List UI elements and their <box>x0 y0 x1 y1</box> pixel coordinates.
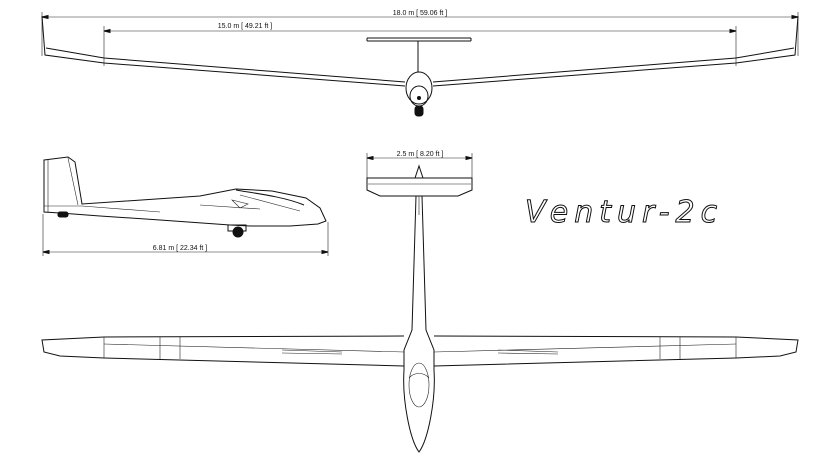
span-18m-dimension: 18.0 m [ 59.06 ft ] <box>41 10 799 56</box>
front-tailplane <box>366 37 472 72</box>
tail-wheel <box>57 211 69 218</box>
length-dimension: 6.81 m [ 22.34 ft ] <box>42 214 329 256</box>
top-tailplane <box>366 164 473 197</box>
span-15m-label: 15.0 m [ 49.21 ft ] <box>218 23 273 30</box>
main-wheel-side <box>232 226 244 238</box>
tailplane-dimension: 2.5 m [ 8.20 ft ] <box>366 151 473 178</box>
tailplane-label: 2.5 m [ 8.20 ft ] <box>397 151 444 158</box>
side-view: 6.81 m [ 22.34 ft ] <box>42 156 329 256</box>
front-view: 18.0 m [ 59.06 ft ] 15.0 m [ 49.21 ft ] <box>41 10 799 117</box>
front-fuselage <box>405 71 433 117</box>
main-wheel <box>414 105 424 117</box>
top-view: 2.5 m [ 8.20 ft ] <box>41 151 799 453</box>
top-fuselage <box>403 195 435 453</box>
length-label: 6.81 m [ 22.34 ft ] <box>153 245 208 252</box>
span-15m-dimension: 15.0 m [ 49.21 ft ] <box>103 23 737 66</box>
top-wings <box>41 335 799 367</box>
span-18m-label: 18.0 m [ 59.06 ft ] <box>393 10 448 17</box>
front-wings <box>41 15 799 87</box>
aircraft-name: Ventur-2c <box>525 195 723 230</box>
